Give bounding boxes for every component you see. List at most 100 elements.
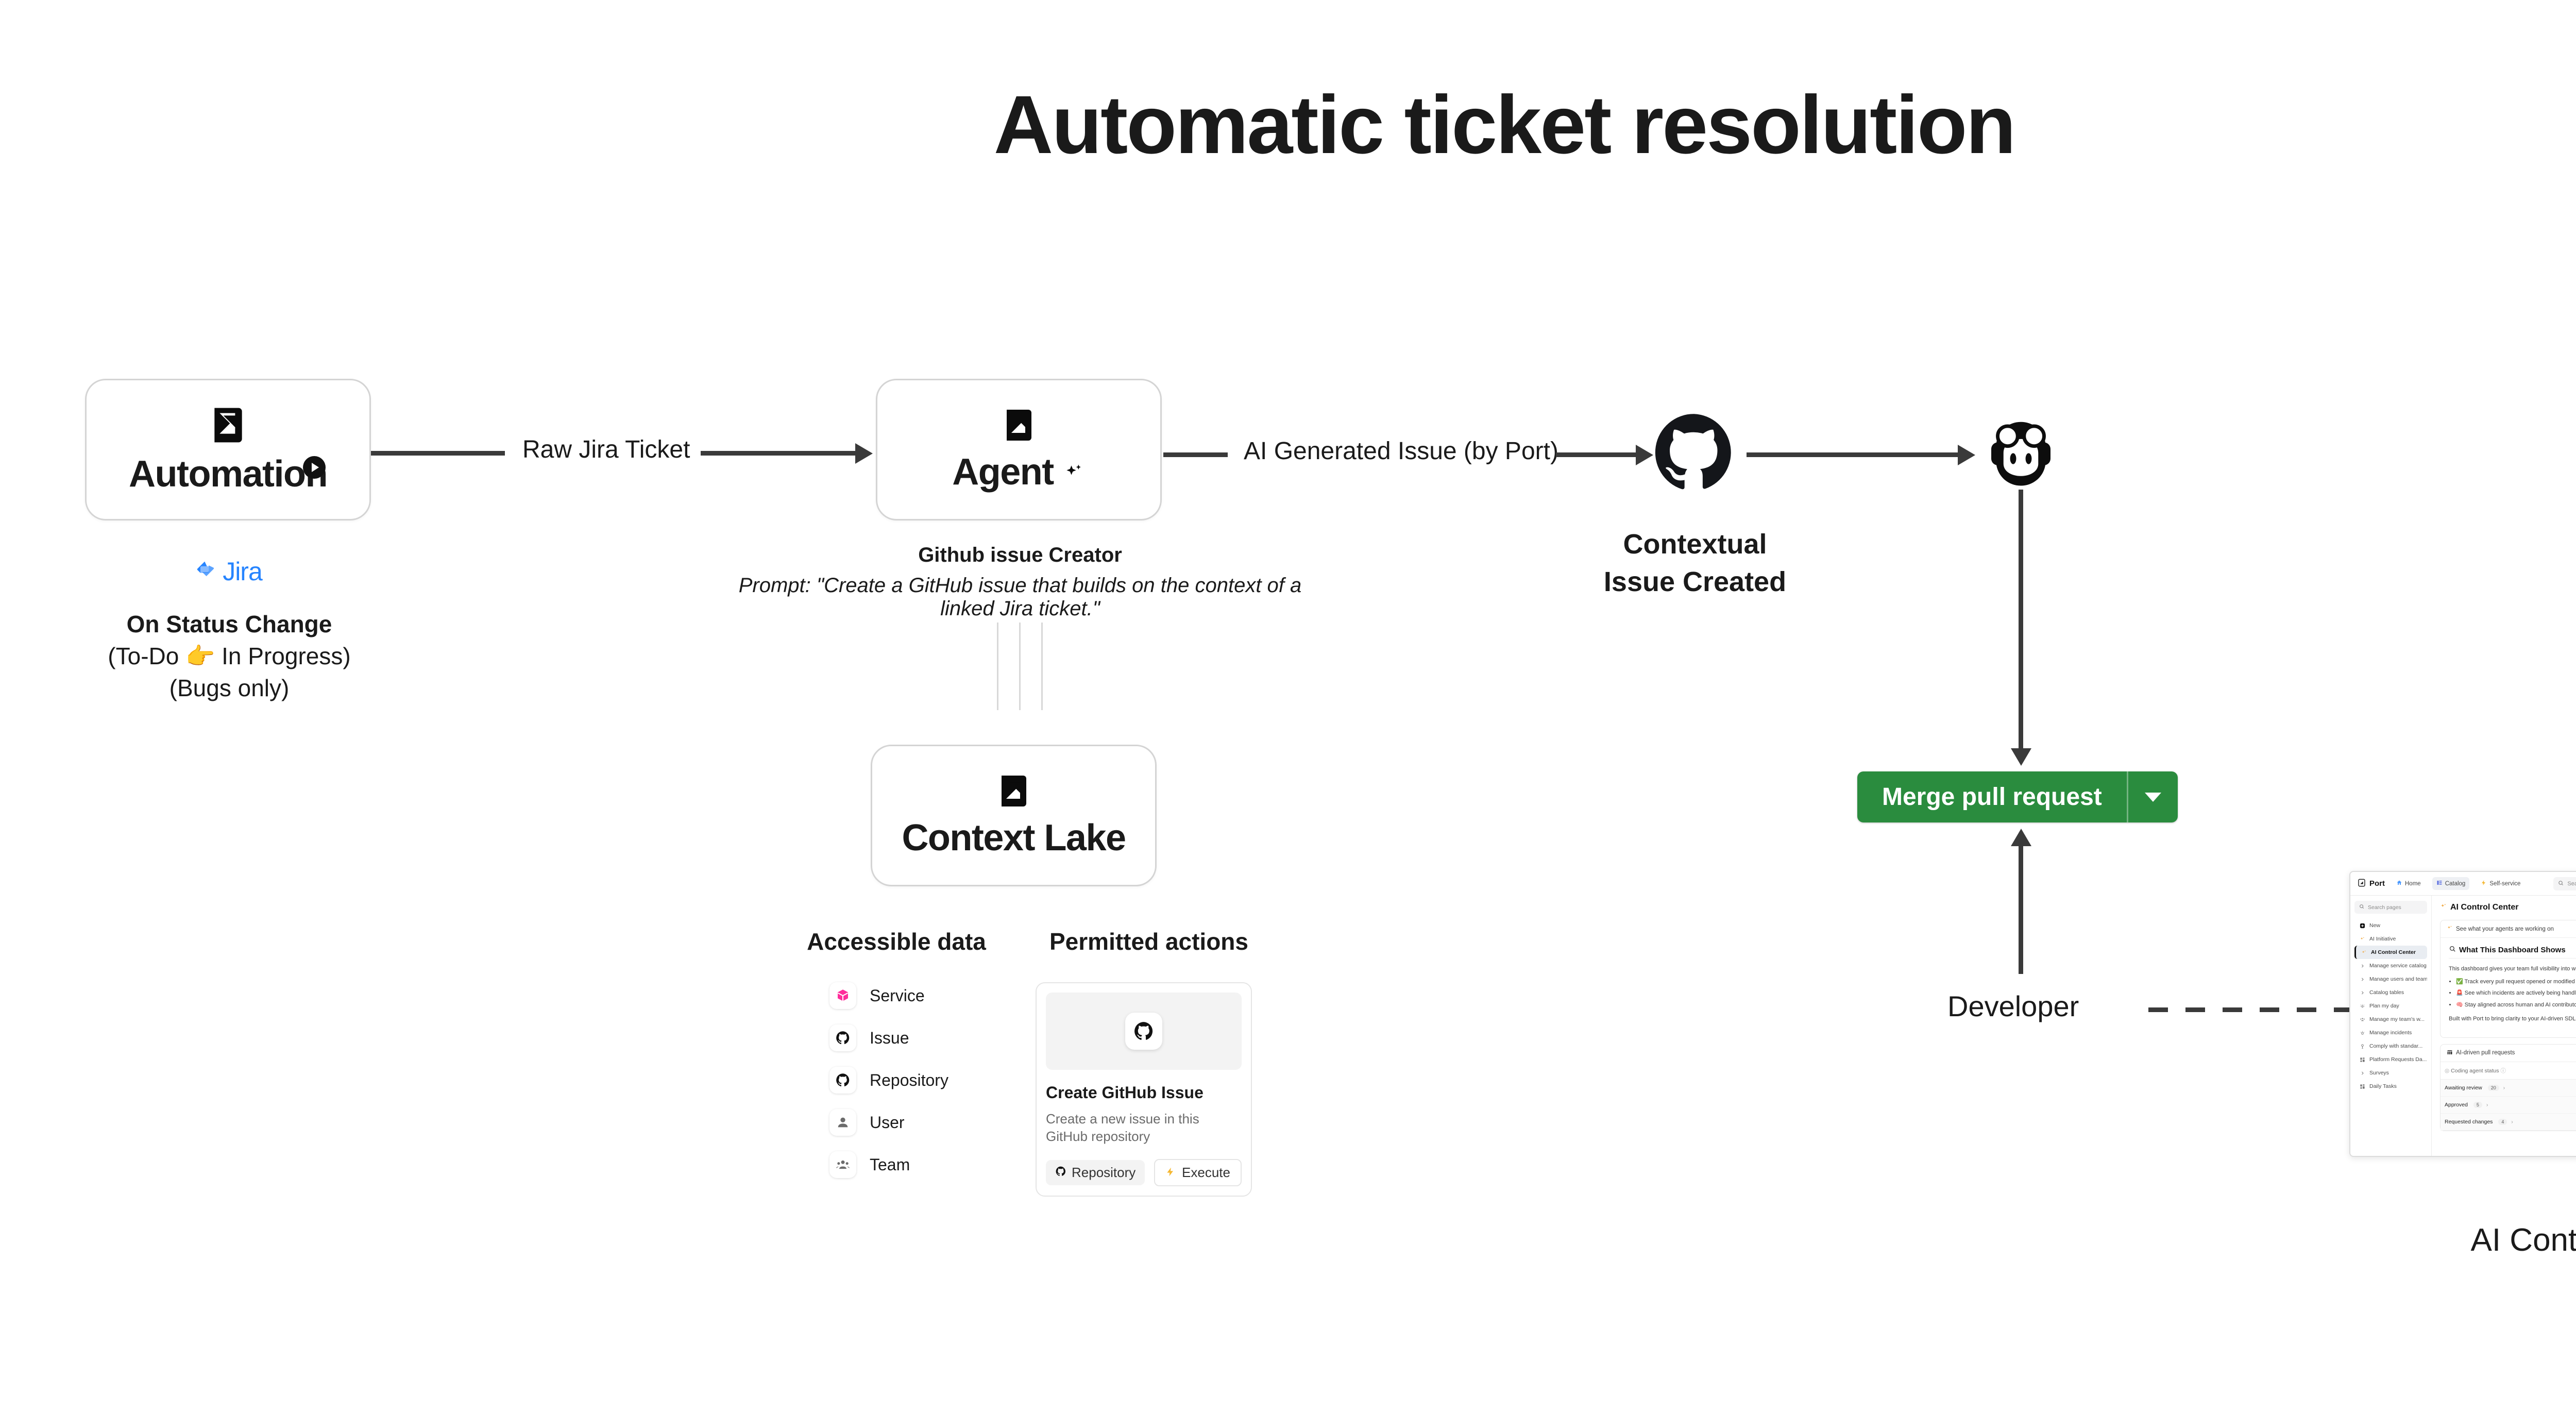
- list-item[interactable]: Repository: [783, 1067, 1010, 1094]
- sidebar-item-surveys[interactable]: Surveys: [2354, 1066, 2427, 1080]
- sidebar-item-comply-with-standards[interactable]: Comply with standar...: [2354, 1039, 2427, 1053]
- trigger-scope: (Bugs only): [169, 675, 290, 702]
- sidebar-item-new[interactable]: New: [2354, 919, 2427, 932]
- node-agent[interactable]: Agent: [876, 379, 1162, 520]
- port-logo-icon: [1001, 407, 1038, 444]
- list-item[interactable]: Service: [783, 982, 1010, 1009]
- node-automation[interactable]: Automation: [85, 379, 371, 520]
- list-item-label: User: [870, 1113, 905, 1132]
- node-agent-title: Agent: [952, 451, 1085, 493]
- action-card-hero: [1046, 993, 1242, 1070]
- accessible-data-heading: Accessible data: [807, 928, 986, 955]
- table-row[interactable]: Awaiting review 20 ›: [2441, 1079, 2576, 1097]
- list-item[interactable]: User: [783, 1109, 1010, 1136]
- edge-developer-merge: [2019, 845, 2023, 974]
- dashboard-page-title: AI Control Center: [2440, 903, 2518, 913]
- node-context-lake-title: Context Lake: [902, 817, 1126, 859]
- ai-control-center-screenshot[interactable]: Port Home Catalog Self-service: [2349, 871, 2576, 1157]
- sidebar-item-manage-my-teams-work[interactable]: Manage my team's w...: [2354, 1013, 2427, 1026]
- accessible-data-column: Accessible data Service Issue Repository: [783, 928, 1010, 1194]
- github-icon: [1125, 1013, 1162, 1050]
- github-icon: [829, 1024, 856, 1051]
- sparkles-icon: [2440, 903, 2447, 913]
- execute-button-label: Execute: [1182, 1164, 1230, 1180]
- search-placeholder: Search: [2567, 880, 2576, 887]
- chevron-right-icon: [2359, 1071, 2365, 1075]
- contextual-issue-created-caption: Contextual Issue Created: [1535, 526, 1855, 601]
- table-row[interactable]: Approved 5 ›: [2441, 1096, 2576, 1114]
- edge-automation-agent-2: [701, 451, 855, 456]
- list-item[interactable]: Team: [783, 1151, 1010, 1178]
- sidebar-item-manage-service-catalog[interactable]: Manage service catalog: [2354, 959, 2427, 972]
- lightning-icon: [1165, 1165, 1176, 1181]
- agent-contextlake-connector: [997, 623, 998, 710]
- search-input[interactable]: Search ⌘ K: [2553, 877, 2576, 890]
- home-icon: [2396, 880, 2402, 887]
- arrow-to-merge-icon: [2011, 748, 2031, 766]
- nav-catalog-label: Catalog: [2445, 880, 2466, 887]
- permitted-actions-heading: Permitted actions: [1049, 928, 1248, 955]
- sidebar-item-label: Manage incidents: [2369, 1030, 2412, 1036]
- search-pages-input[interactable]: Search pages: [2354, 901, 2427, 914]
- edge-agent-github-2: [1556, 452, 1636, 457]
- edge-agent-github: [1163, 452, 1228, 457]
- cell-status[interactable]: Requested changes 4 ›: [2441, 1113, 2576, 1131]
- cell-status-count: 20: [2487, 1084, 2499, 1091]
- table-header-row: ◎ Coding agent status ⓘ Title Pull Reque…: [2441, 1062, 2576, 1080]
- edge-developer-dashboard: [2148, 1007, 2349, 1012]
- nav-catalog[interactable]: Catalog: [2432, 877, 2470, 890]
- port-brand[interactable]: Port: [2358, 879, 2385, 889]
- sun-icon: [2359, 1003, 2365, 1009]
- sidebar-item-platform-requests-dashboard[interactable]: Platform Requests Da...: [2354, 1053, 2427, 1066]
- play-icon[interactable]: [303, 456, 326, 479]
- col-coding-agent-status[interactable]: ◎ Coding agent status ⓘ: [2441, 1062, 2576, 1080]
- chevron-right-icon: [2359, 977, 2365, 982]
- sparkles-icon: [2359, 936, 2365, 942]
- table-row[interactable]: Requested changes 4 ›: [2441, 1113, 2576, 1131]
- sparkles-icon: [1063, 451, 1086, 493]
- sidebar-item-ai-initiative[interactable]: AI Initiative: [2354, 932, 2427, 946]
- doc-bullet: 🚨 See which incidents are actively being…: [2456, 989, 2576, 998]
- chevron-right-icon: [2359, 990, 2365, 995]
- sidebar-item-label: Daily Tasks: [2369, 1083, 2397, 1089]
- sidebar-item-label: Surveys: [2369, 1070, 2389, 1076]
- sidebar-item-label: Platform Requests Da...: [2369, 1056, 2427, 1063]
- dashboard-caption-label: AI Control Center: [2470, 1222, 2576, 1258]
- sidebar-item-label: Manage users and teams: [2369, 976, 2427, 982]
- cell-status[interactable]: Awaiting review 20 ›: [2441, 1079, 2576, 1097]
- sidebar-item-daily-tasks[interactable]: Daily Tasks: [2354, 1080, 2427, 1093]
- dashboard-page-header: AI Control Center + Widget: [2440, 902, 2576, 913]
- agent-caption: Github issue Creator Prompt: "Create a G…: [721, 544, 1319, 620]
- pr-table-header: AI-driven pull requests: [2441, 1045, 2576, 1062]
- sidebar-item-label: Manage service catalog: [2369, 963, 2427, 969]
- chevron-down-icon[interactable]: [2128, 771, 2178, 822]
- edge-automation-agent: [371, 451, 505, 456]
- sidebar-item-manage-users-and-teams[interactable]: Manage users and teams: [2354, 972, 2427, 986]
- pr-table-title: AI-driven pull requests: [2456, 1050, 2515, 1056]
- cell-status[interactable]: Approved 5 ›: [2441, 1096, 2576, 1114]
- sidebar-item-manage-incidents[interactable]: Manage incidents: [2354, 1026, 2427, 1039]
- doc-bullet: 🧠 Stay aligned across human and AI contr…: [2456, 1001, 2576, 1010]
- merge-pull-request-button[interactable]: Merge pull request: [1857, 771, 2178, 822]
- sidebar-item-plan-my-day[interactable]: Plan my day: [2354, 999, 2427, 1013]
- sidebar-item-ai-control-center[interactable]: AI Control Center: [2354, 946, 2427, 959]
- merge-pull-request-label: Merge pull request: [1882, 783, 2102, 811]
- execute-button[interactable]: Execute: [1154, 1158, 1242, 1186]
- sidebar-item-label: New: [2369, 922, 2381, 929]
- dashboard-icon: [2359, 1057, 2365, 1063]
- list-item-label: Issue: [870, 1028, 909, 1047]
- agent-contextlake-connector: [1019, 623, 1021, 710]
- developer-label: Developer: [1947, 990, 2079, 1022]
- sidebar-item-label: Comply with standar...: [2369, 1043, 2423, 1049]
- node-context-lake[interactable]: Context Lake: [871, 745, 1157, 886]
- action-card-tag: Repository: [1046, 1159, 1145, 1185]
- nav-self-service[interactable]: Self-service: [2477, 877, 2524, 890]
- automation-trigger-caption: On Status Change (To-Do 👉 In Progress) (…: [52, 608, 407, 704]
- sidebar-item-catalog-tables[interactable]: Catalog tables: [2354, 986, 2427, 999]
- search-icon: [2558, 880, 2564, 887]
- list-item[interactable]: Issue: [783, 1024, 1010, 1051]
- agent-contextlake-connector: [1041, 623, 1043, 710]
- doc-intro: This dashboard gives your team full visi…: [2449, 966, 2576, 972]
- action-card[interactable]: Create GitHub Issue Create a new issue i…: [1036, 982, 1252, 1197]
- nav-home[interactable]: Home: [2392, 877, 2425, 890]
